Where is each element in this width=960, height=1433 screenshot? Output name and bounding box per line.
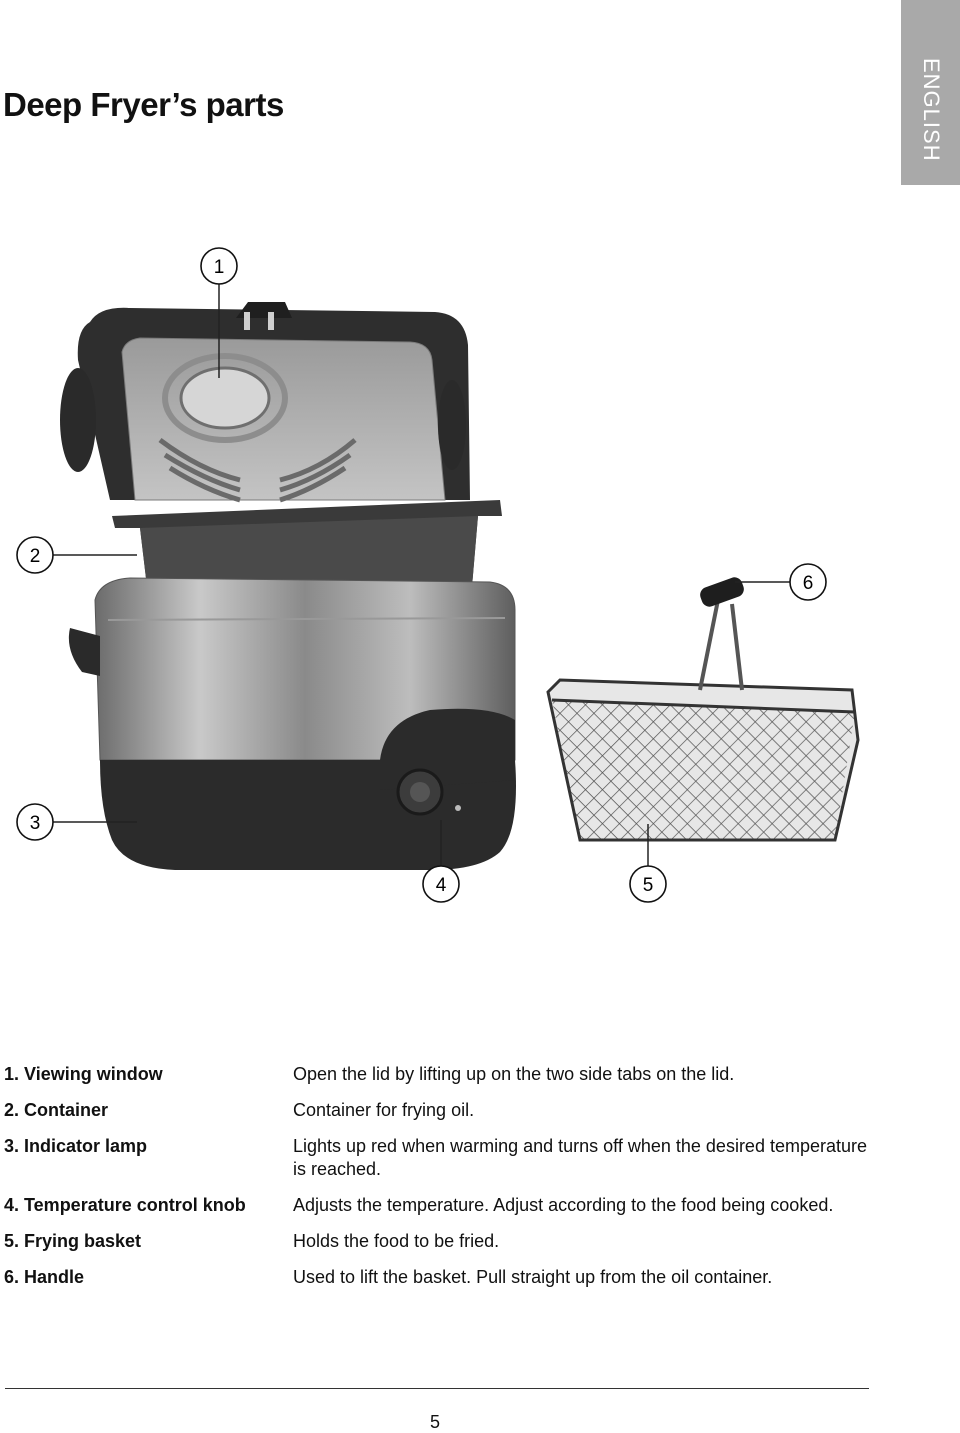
- part-description: Lights up red when warming and turns off…: [293, 1136, 868, 1179]
- part-item-temperature-knob: 4. Temperature control knob Adjusts the …: [4, 1194, 884, 1217]
- fryer-body: [68, 577, 516, 870]
- callout-1: 1: [200, 247, 238, 285]
- svg-text:2: 2: [30, 546, 41, 567]
- part-description: Holds the food to be fried.: [293, 1231, 500, 1251]
- svg-text:4: 4: [436, 875, 447, 896]
- svg-text:6: 6: [803, 573, 814, 594]
- part-description: Adjusts the temperature. Adjust accordin…: [293, 1195, 834, 1215]
- frying-basket: [546, 577, 860, 842]
- basket-handle-grip: [700, 577, 744, 607]
- callout-2: 2: [16, 536, 54, 574]
- page-number: 5: [429, 1412, 440, 1432]
- callout-4: 4: [422, 865, 460, 903]
- part-name: 1. Viewing window: [4, 1064, 163, 1084]
- part-item-handle: 6. Handle Used to lift the basket. Pull …: [4, 1266, 884, 1289]
- svg-text:5: 5: [643, 875, 654, 896]
- callout-5: 5: [629, 865, 667, 903]
- page-title: Deep Fryer’s parts: [3, 86, 284, 123]
- part-name: 4. Temperature control knob: [4, 1195, 246, 1215]
- svg-text:1: 1: [214, 257, 225, 278]
- part-item-viewing-window: 1. Viewing window Open the lid by liftin…: [4, 1063, 884, 1086]
- deep-fryer-illustration: 1 2 3 4 5 6: [16, 247, 860, 903]
- fryer-lid: [60, 302, 470, 503]
- parts-list: 1. Viewing window Open the lid by liftin…: [4, 1063, 884, 1302]
- footer-divider: [5, 1388, 869, 1389]
- callout-3: 3: [16, 803, 54, 841]
- callout-6: 6: [789, 563, 827, 601]
- svg-text:3: 3: [30, 813, 41, 834]
- part-item-indicator-lamp: 3. Indicator lamp Lights up red when war…: [4, 1135, 884, 1181]
- part-description: Container for frying oil.: [293, 1100, 475, 1120]
- language-tab: ENGLISH: [901, 0, 960, 185]
- language-label: ENGLISH: [919, 58, 944, 162]
- part-name: 3. Indicator lamp: [4, 1136, 148, 1156]
- callout-leaders: [53, 284, 790, 867]
- part-name: 5. Frying basket: [4, 1231, 142, 1251]
- part-item-container: 2. Container Container for frying oil.: [4, 1099, 884, 1122]
- part-item-frying-basket: 5. Frying basket Holds the food to be fr…: [4, 1230, 884, 1253]
- part-description: Open the lid by lifting up on the two si…: [293, 1064, 735, 1084]
- part-name: 2. Container: [4, 1100, 109, 1120]
- part-description: Used to lift the basket. Pull straight u…: [293, 1267, 773, 1287]
- part-name: 6. Handle: [4, 1267, 85, 1287]
